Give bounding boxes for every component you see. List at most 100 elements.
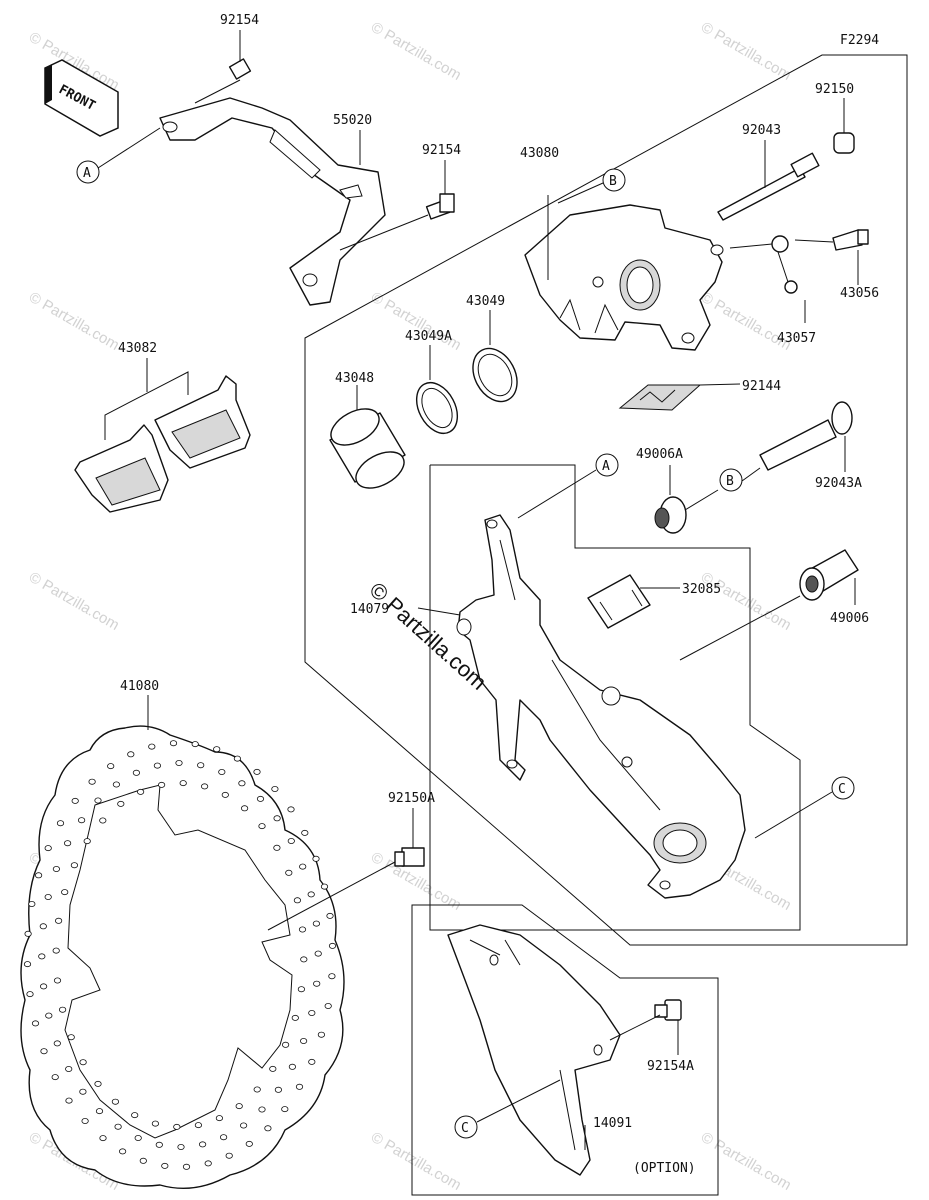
disc-hole — [287, 838, 295, 845]
disc-hole — [274, 1086, 282, 1093]
callout-49006A: 49006A — [636, 447, 683, 462]
disc-hole — [127, 751, 135, 758]
watermark: © Partzilla.com — [698, 1129, 794, 1194]
disc-hole — [326, 912, 334, 919]
bracket-subassembly-frame — [429, 464, 801, 931]
ref-a-mid: A — [602, 459, 610, 474]
callout-43049: 43049 — [466, 294, 505, 309]
callout-43082: 43082 — [118, 341, 157, 356]
disc-hole — [134, 1135, 142, 1142]
disc-hole — [54, 917, 63, 924]
disc-hole — [233, 755, 241, 762]
disc-hole — [307, 891, 315, 898]
disc-hole — [312, 920, 320, 927]
disc-hole — [158, 781, 166, 788]
ref-a-top: A — [83, 166, 91, 181]
disc-hole — [169, 740, 178, 747]
disc-hole — [204, 1160, 212, 1167]
bleeder-43056: 43056 — [794, 229, 879, 301]
disc-hole — [151, 1120, 159, 1127]
pads-43082: 43082 — [74, 341, 251, 513]
disc-hole — [79, 1088, 87, 1095]
option-guard-frame — [411, 904, 719, 1196]
disc-hole — [38, 953, 46, 960]
disc-hole — [197, 762, 205, 769]
disc-hole — [182, 1163, 191, 1170]
seal-43049A: 43049A — [405, 329, 459, 434]
disc-hole — [295, 1083, 304, 1090]
disc-hole — [245, 1140, 253, 1147]
callout-92150: 92150 — [815, 82, 854, 97]
disc-hole — [34, 872, 43, 879]
disc-hole — [220, 1134, 228, 1141]
disc-hole — [137, 788, 145, 795]
disc-hole — [53, 977, 62, 984]
spring-92144: 92144 — [618, 379, 781, 411]
disc-hole — [161, 1162, 169, 1169]
disc-hole — [201, 783, 209, 790]
boot-49006: 49006 — [679, 549, 869, 661]
disc-hole — [221, 791, 229, 798]
disc-hole — [112, 781, 121, 788]
cap-43057: 43057 — [729, 235, 816, 346]
callout-43056: 43056 — [840, 286, 879, 301]
disc-hole — [194, 1122, 202, 1129]
disc-hole — [70, 862, 79, 869]
disc-hole — [314, 950, 322, 957]
disc-hole — [65, 1066, 73, 1073]
disc-hole — [44, 845, 52, 852]
disc-hole — [51, 1074, 59, 1081]
disc-hole — [271, 786, 279, 793]
ref-marker-a — [76, 160, 100, 184]
disc-hole — [312, 855, 320, 862]
disc-hole — [258, 1106, 266, 1113]
disc-hole — [328, 942, 337, 949]
callout-41080: 41080 — [120, 679, 159, 694]
disc-hole — [269, 1065, 277, 1072]
disc-hole — [324, 1003, 332, 1010]
front-arrow-icon: FRONT — [44, 59, 119, 137]
pin-92043A: 92043A — [741, 401, 862, 491]
disc-hole — [281, 1041, 290, 1048]
disc-hole — [65, 1097, 73, 1104]
callout-43048: 43048 — [335, 371, 374, 386]
disc-hole — [61, 889, 69, 896]
disc-hole — [313, 980, 321, 987]
figure-code: F2294 — [840, 33, 879, 48]
disc-hole — [173, 1123, 181, 1130]
boot-49006A: 49006A — [636, 447, 719, 534]
disc-hole — [300, 956, 308, 963]
disc-hole — [241, 805, 249, 812]
disc-hole — [308, 1058, 316, 1065]
disc-hole — [293, 897, 301, 904]
disc-hole — [179, 780, 187, 787]
disc-hole — [256, 795, 265, 802]
ref-marker-b — [602, 168, 626, 192]
caliper-43080: 43080 — [520, 146, 724, 351]
disc-hole — [40, 1048, 48, 1055]
disc-hole — [264, 1125, 272, 1132]
ref-marker-a — [595, 453, 619, 477]
disc-hole — [301, 829, 309, 836]
callout-43049A: 43049A — [405, 329, 452, 344]
bolt-92150A: 92150A — [267, 791, 435, 931]
disc-hole — [218, 769, 226, 776]
disc-hole — [31, 1020, 40, 1027]
ref-c-right: C — [838, 782, 846, 797]
disc-hole — [285, 869, 293, 876]
disc-hole — [299, 863, 307, 870]
disc-hole — [225, 1152, 233, 1159]
callout-49006: 49006 — [830, 611, 869, 626]
disc-hole — [298, 926, 307, 933]
ref-marker-c — [831, 776, 855, 800]
disc-hole — [148, 743, 156, 750]
disc-hole — [107, 763, 115, 770]
disc-hole — [119, 1148, 127, 1155]
disc-hole — [308, 1010, 316, 1017]
disc-hole — [52, 866, 61, 873]
disc-hole — [131, 1112, 139, 1119]
disc-hole — [175, 760, 183, 767]
ref-c-bottom: C — [461, 1121, 469, 1136]
disc-hole — [39, 983, 48, 990]
